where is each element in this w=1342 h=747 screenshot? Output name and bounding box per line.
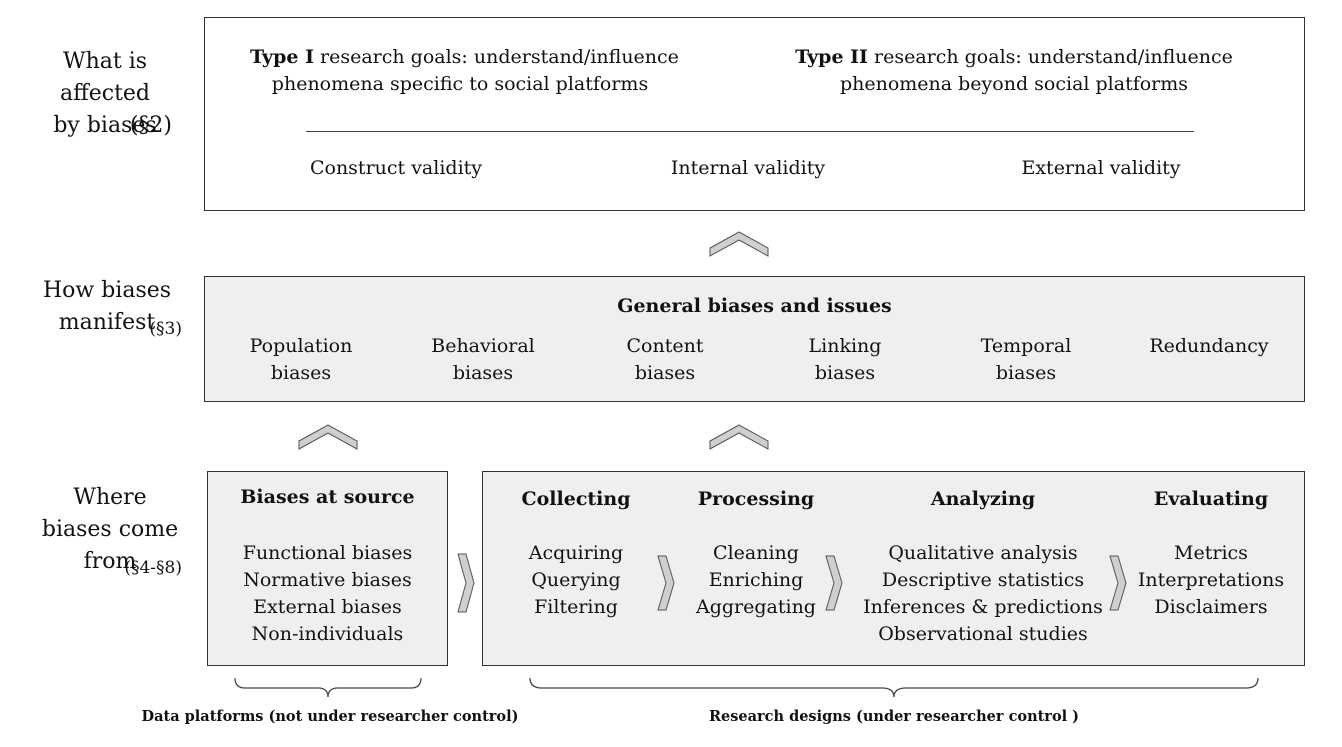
right-chevron-source — [457, 553, 475, 613]
row-label-come-from-text: Where biases come from — [41, 485, 179, 574]
type1-goal: Type I research goals: understand/influe… — [250, 44, 679, 98]
type1-label: Type I — [250, 46, 314, 68]
type2-goal: Type II research goals: understand/influ… — [789, 44, 1239, 98]
left-brace — [234, 677, 422, 698]
biases-at-source-title: Biases at source — [240, 486, 415, 508]
divider-line — [306, 131, 1194, 132]
external-validity: External validity — [1021, 157, 1181, 179]
stage-processing-title: Processing — [697, 488, 815, 510]
redundancy: Redundancy — [1149, 335, 1269, 357]
internal-validity: Internal validity — [670, 157, 826, 179]
biases-at-source-box: Biases at source Functional biases Norma… — [207, 471, 448, 666]
row-label-manifest-section: (§3) — [149, 319, 182, 339]
right-brace — [529, 677, 1259, 698]
type2-label: Type II — [795, 46, 868, 68]
normative-biases: Normative biases — [243, 569, 412, 591]
right-chevron-analyze — [1109, 555, 1127, 611]
row-label-affected: What is affected by biases (§2) — [30, 46, 180, 142]
construct-validity: Construct validity — [309, 157, 483, 179]
data-platforms-label: Data platforms (not under researcher con… — [141, 708, 519, 725]
stage-evaluating-title: Evaluating — [1153, 488, 1269, 510]
row-label-affected-section: (§2) — [129, 113, 172, 138]
functional-biases: Functional biases — [242, 542, 413, 564]
general-biases-title: General biases and issues — [617, 295, 892, 317]
non-individuals: Non-individuals — [251, 623, 404, 645]
type2-text: research goals: understand/influence — [867, 46, 1233, 68]
source-items: Functional biases Normative biases Exter… — [208, 540, 447, 648]
affected-box: Type I research goals: understand/influe… — [204, 17, 1305, 211]
up-chevron-right — [709, 424, 769, 450]
stage-collecting-title: Collecting — [521, 488, 631, 510]
up-chevron-top — [709, 231, 769, 257]
right-chevron-process — [825, 555, 843, 611]
type1-line2: phenomena specific to social platforms — [271, 73, 649, 95]
row-label-come-from: Where biases come from (§4-§8) — [30, 482, 190, 578]
type1-text: research goals: understand/influence — [313, 46, 679, 68]
row-label-manifest-text: How biases manifest — [42, 278, 172, 335]
stage-analyzing-title: Analyzing — [930, 488, 1036, 510]
row-label-manifest: How biases manifest (§3) — [22, 275, 192, 339]
up-chevron-left — [298, 424, 358, 450]
type2-line2: phenomena beyond social platforms — [839, 73, 1189, 95]
right-chevron-collect — [657, 555, 675, 611]
row-label-come-from-section: (§4-§8) — [124, 558, 182, 578]
research-designs-label: Research designs (under researcher contr… — [708, 708, 1080, 725]
row-label-affected-text: What is affected by biases — [53, 49, 157, 138]
external-biases: External biases — [253, 596, 402, 618]
